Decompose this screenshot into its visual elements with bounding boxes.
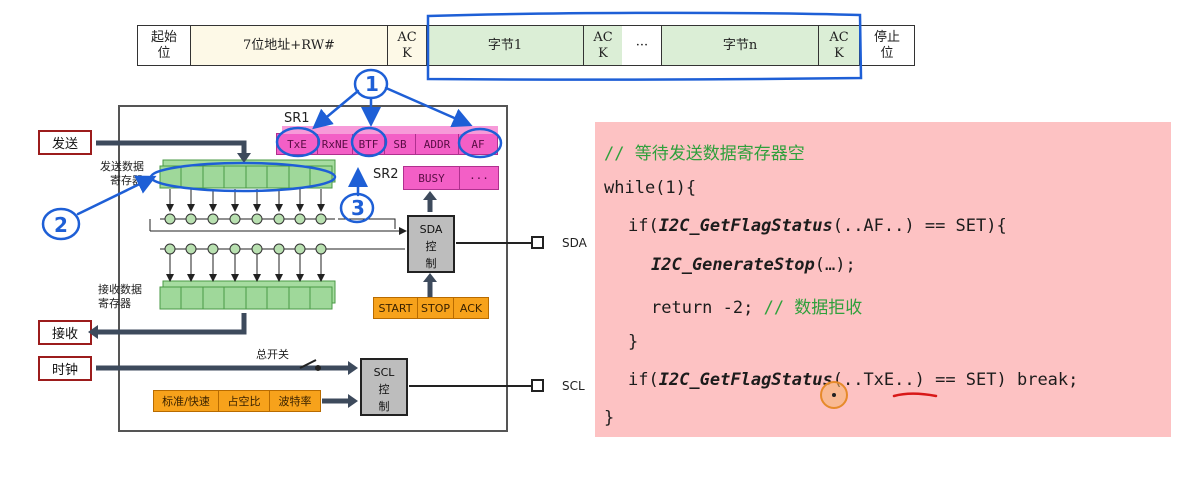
sr2-label: SR2 [373,167,399,182]
annotation-2: 2 [54,213,68,237]
rx-shift-cells [164,243,327,255]
sda-control: SDA 控 制 [407,215,455,273]
code-panel [595,122,1171,437]
scl-pin-label: SCL [562,379,585,393]
rx-register-label: 接收数据 寄存器 [98,283,142,310]
sr1-shadow [282,126,498,134]
scl-pin [531,379,544,392]
clock-button[interactable]: 时钟 [38,356,92,381]
code-return: return -2; // 数据拒收 [651,298,863,318]
sda-pin-label: SDA [562,236,587,250]
main-switch [299,359,321,371]
code-generate-stop: I2C_GenerateStop(…); [651,255,856,275]
code-close-outer: } [604,408,615,428]
sr1-label: SR1 [284,111,310,126]
speed-mode-cell: 标准/快速 [153,390,219,412]
frame-byte-1: 字节1 [426,25,584,66]
sr2-bit-more: ··· [459,166,499,190]
ink-numbers: 1 2 3 [54,72,379,237]
rx-data-register [159,280,336,310]
ink-annotations [41,11,863,241]
code-if-af: if(I2C_GetFlagStatus(..AF..) == SET){ [628,216,1007,236]
tx-shift-cells [164,213,327,225]
sr1-bit-sb: SB [384,133,416,155]
frame-byte-n: 字节n [661,25,819,66]
code-while: while(1){ [604,178,697,198]
frame-start-bit: 起始位 [137,25,191,66]
sr2-bit-busy: BUSY [403,166,460,190]
start-cell: START [373,297,418,319]
sr1-bit-btf: BTF [352,133,385,155]
bus-arrowheads [88,153,437,408]
code-comment-wait: // 等待发送数据寄存器空 [604,144,805,164]
frame-ellipsis: ··· [622,25,662,66]
send-button[interactable]: 发送 [38,130,92,155]
bus-arrows [96,140,433,404]
scl-control: SCL 控 制 [360,358,408,416]
duty-cycle-cell: 占空比 [218,390,270,412]
rx-shift-register [160,248,405,282]
ack-cell: ACK [453,297,489,319]
frame-stop-bit: 停止位 [859,25,915,66]
txe-highlight: TxE [863,370,895,390]
main-switch-label: 总开关 [256,348,289,361]
code-if-txe: if(I2C_GetFlagStatus(..TxE..) == SET) br… [628,370,1079,390]
annotation-3: 3 [351,196,365,220]
tx-shift-register [149,189,407,235]
code-close-inner: } [628,332,639,352]
sda-pin [531,236,544,249]
baud-rate-cell: 波特率 [269,390,321,412]
pin-lines [409,242,532,387]
annotation-1: 1 [365,72,379,96]
